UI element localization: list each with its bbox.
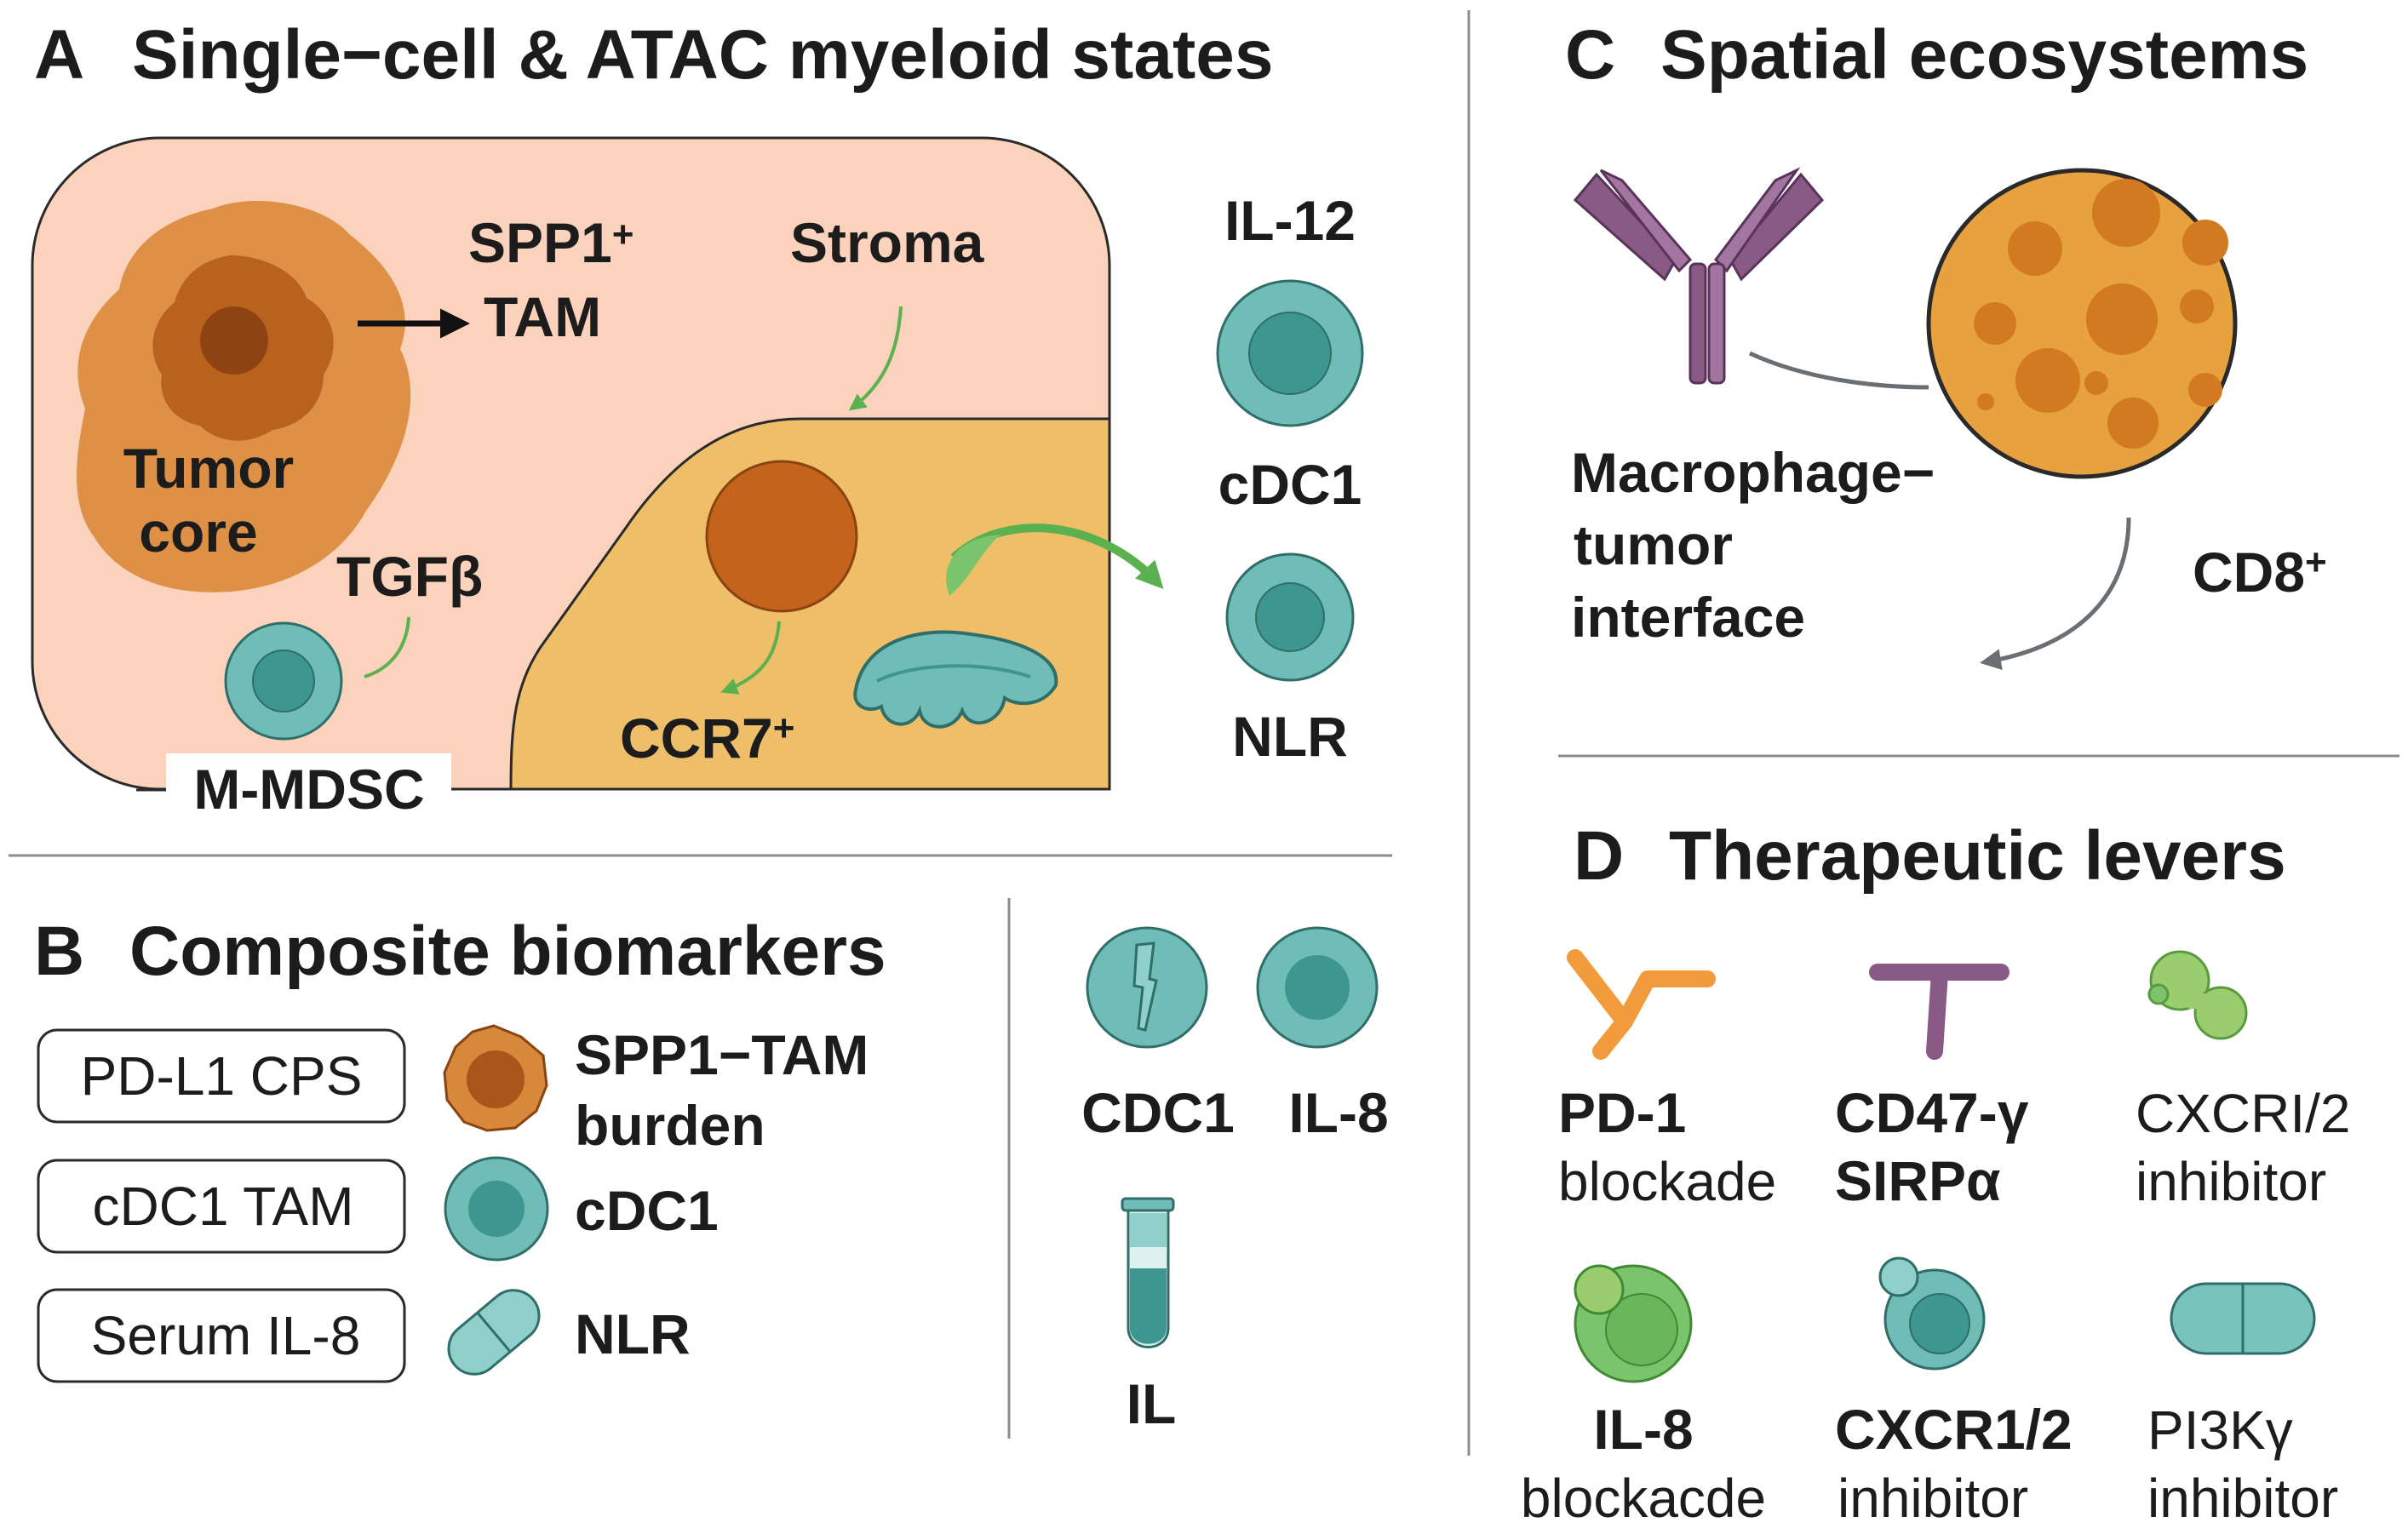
tumor-core-label-line2: core: [139, 501, 257, 564]
cdc1-cell-fragment: [1132, 941, 1158, 1032]
lever-4-line1: IL-8: [1593, 1398, 1693, 1461]
arrow-to-stroma: [848, 306, 903, 411]
marker-1-line2: burden: [575, 1094, 765, 1157]
lever-1-line1: PD-1: [1558, 1081, 1686, 1144]
lever-5-teal-cell-icon: [1878, 1256, 1986, 1371]
biomarker-box-1-label: PD-L1 CPS: [81, 1045, 363, 1107]
il-label-b-right: IL: [1127, 1372, 1177, 1435]
ccr7-label: CCR7+: [620, 707, 794, 770]
lever-1-antibody-y-icon: [1567, 949, 1716, 1060]
panel-b: B Composite biomarkers PD-L1 CPS cDC1 TA…: [34, 913, 1389, 1435]
interface-label-line2: tumor: [1574, 513, 1733, 576]
biomarker-box-3: [37, 1288, 406, 1383]
arrow-to-ccr7: [720, 621, 781, 695]
tumor-core-nucleus: [200, 306, 268, 375]
lever-4-line2: blockacde: [1521, 1468, 1766, 1528]
il12-label: IL-12: [1224, 189, 1356, 252]
panel-a-letter: A: [34, 16, 84, 94]
marker-2-line1: cDC1: [575, 1179, 719, 1242]
tgfb-label: TGFβ: [336, 545, 483, 608]
cdc1-cell-nucleus-a: [1248, 312, 1332, 395]
cdc1-label-b-right: CDC1: [1081, 1081, 1235, 1144]
m-mdsc-nucleus: [252, 650, 315, 712]
interface-label-line3: interface: [1571, 586, 1805, 649]
panel-c-title: Spatial ecosystems: [1660, 16, 2308, 94]
nlr-cell-nucleus-a: [1255, 582, 1325, 652]
panel-dividers: [9, 10, 2399, 1456]
biomarker-box-3-label: Serum IL-8: [91, 1305, 361, 1366]
tam-label: TAM: [484, 285, 601, 348]
lever-3-line2: inhibitor: [2136, 1151, 2326, 1212]
cd8-arrow: [1980, 517, 2131, 671]
lever-6-line2: inhibitor: [2147, 1468, 2338, 1528]
dendritic-cell-icon: [853, 630, 1058, 729]
biomarker-box-1: [37, 1028, 406, 1124]
m-mdsc-label: M-MDSC: [193, 758, 424, 821]
marker-1-line1: SPP1−TAM: [575, 1023, 869, 1086]
tgfb-link-curve: [364, 616, 410, 678]
lever-2-line1: CD47-γ: [1835, 1081, 2029, 1144]
lever-3-line1: CXCRI/2: [2136, 1083, 2351, 1144]
panel-c: C Spatial ecosystems Macroph: [1565, 16, 2327, 671]
tumor-sphere-icon: [1926, 168, 2238, 479]
m-mdsc-label-bg: [166, 753, 451, 821]
lever-5-line2: inhibitor: [1838, 1468, 2028, 1528]
panel-d-title: Therapeutic levers: [1669, 817, 2286, 895]
capsule-icon-b: [447, 1289, 541, 1376]
lever-3-molecule-icon: [2147, 950, 2248, 1040]
cd8-label: CD8+: [2193, 541, 2327, 604]
cdc1-label-a: cDC1: [1218, 453, 1362, 516]
stroma-tumor-cell-icon: [705, 460, 858, 613]
migration-arrow-tail: [946, 535, 1000, 596]
nlr-label-a: NLR: [1232, 705, 1348, 768]
lever-6-line1: PI3Kγ: [2147, 1399, 2293, 1461]
stroma-label: Stroma: [790, 211, 985, 274]
panel-d: D Therapeutic levers PD-1 blockade CD47-…: [1521, 817, 2351, 1528]
lever-6-capsule-icon: [2170, 1282, 2316, 1355]
lever-4-green-cell-icon: [1574, 1264, 1693, 1383]
cdc1-cell-nucleus-b: [468, 1181, 525, 1237]
panel-d-letter: D: [1574, 817, 1624, 895]
lever-2-line2: SIRPα: [1835, 1149, 2001, 1212]
tumor-core-label-line1: Tumor: [123, 437, 294, 500]
biomarker-box-2-label: cDC1 TAM: [93, 1176, 354, 1237]
panel-a-title: Single−cell & ATAC myeloid states: [132, 16, 1273, 94]
panel-b-letter: B: [34, 913, 84, 990]
biomarker-box-2: [37, 1159, 406, 1254]
spp1-label: SPP1+: [468, 211, 634, 274]
panel-c-letter: C: [1565, 16, 1615, 94]
antibody-icon: [1573, 167, 1825, 385]
test-tube-icon: [1121, 1197, 1175, 1348]
panel-b-title: Composite biomarkers: [129, 913, 886, 990]
lever-2-t-blocker-icon: [1869, 964, 2010, 1060]
marker-3-line1: NLR: [575, 1302, 691, 1365]
il8-label-b-right: IL-8: [1288, 1081, 1388, 1144]
il8-cell-nucleus-b: [1285, 955, 1350, 1020]
spp1-tam-cell-icon: [443, 1024, 548, 1132]
interface-link-line: [1748, 351, 1929, 390]
dendritic-cell-inner-line: [876, 664, 1031, 683]
lever-1-line2: blockade: [1558, 1151, 1776, 1212]
lever-5-line1: CXCR1/2: [1835, 1398, 2073, 1461]
interface-label-line1: Macrophage−: [1571, 441, 1935, 504]
panel-a: A Single−cell & ATAC myeloid states Tumo…: [31, 16, 1364, 821]
